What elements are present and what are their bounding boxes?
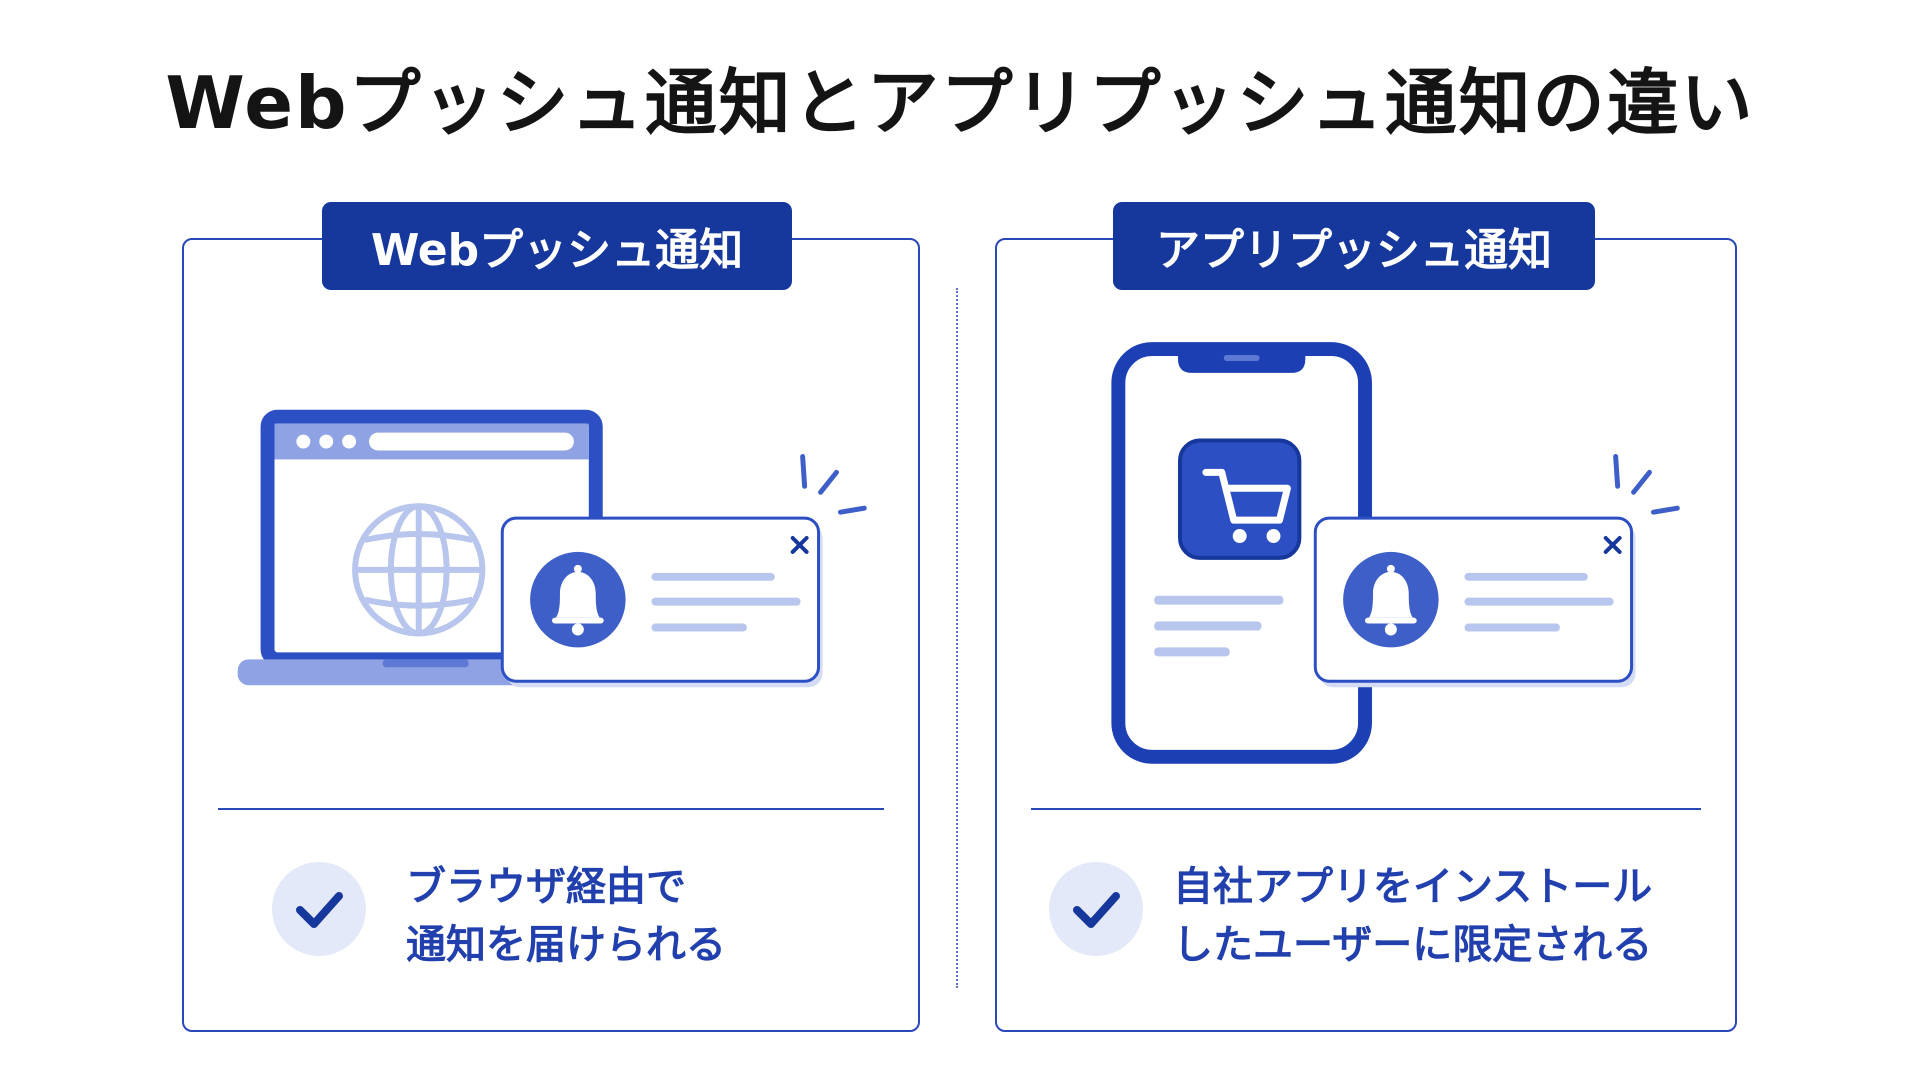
page-title: Webプッシュ通知とアプリプッシュ通知の違い [165,61,1755,145]
web-push-panel: Webプッシュ通知 [182,202,920,1032]
app-panel-divider [1031,808,1701,810]
web-push-description: ブラウザ経由で 通知を届けられる [406,858,726,974]
web-check-badge [272,862,366,956]
checkmark-icon [296,892,343,928]
close-icon[interactable] [790,536,809,554]
web-push-description-line-1: ブラウザ経由で [406,864,686,910]
checkmark-icon [1073,892,1120,928]
close-icon[interactable] [1603,536,1622,554]
app-push-description: 自社アプリをインストール したユーザーに限定される [1173,858,1652,974]
web-panel-divider [218,808,884,810]
web-push-description-line-2: 通知を届けられる [406,922,726,968]
shopping-cart-icon [1178,438,1302,560]
bell-icon [530,551,626,648]
app-check-badge [1049,862,1143,956]
alert-rays [1613,453,1680,515]
app-push-description-line-2: したユーザーに限定される [1173,922,1653,968]
web-push-tab-label: Webプッシュ通知 [322,202,792,290]
app-push-illustration [1111,342,1680,764]
web-push-illustration [237,409,867,688]
app-notification-card [1313,516,1636,688]
center-divider [956,288,958,988]
bell-icon [1343,551,1439,648]
app-push-panel: アプリプッシュ通知 [995,202,1737,1032]
globe-icon [352,503,486,637]
app-push-description-line-1: 自社アプリをインストール [1173,864,1653,910]
alert-rays [800,453,867,515]
app-push-tab-label: アプリプッシュ通知 [1113,202,1595,290]
web-notification-card [500,516,823,688]
